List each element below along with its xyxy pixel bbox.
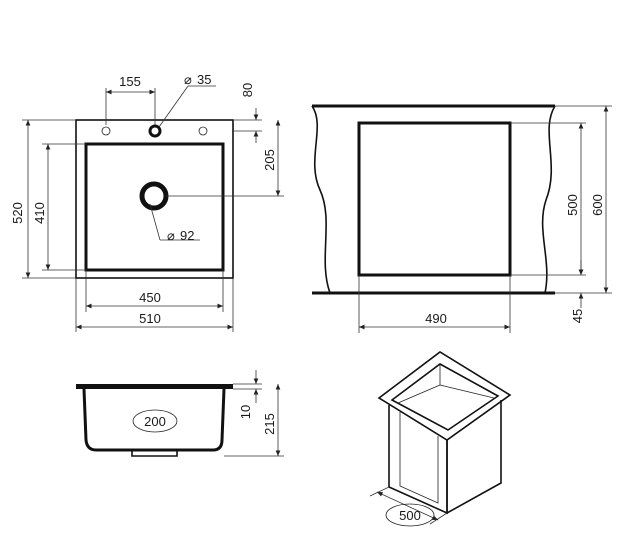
bowl-outline xyxy=(84,142,225,272)
dim-front-offset: 45 xyxy=(570,309,585,323)
dim-overall-width: 510 xyxy=(139,311,161,326)
rim-outline xyxy=(76,384,233,389)
cabinet-shadow-panel xyxy=(399,412,439,504)
dim-drain-offset: 205 xyxy=(262,149,277,171)
bowl-depth-label-oval xyxy=(132,409,178,433)
optional-tap-hole-left-icon xyxy=(101,126,111,136)
cabinet-break-line-right xyxy=(541,105,556,294)
dim-tap-edge-offset: 80 xyxy=(240,83,255,97)
dim-drain-diameter: 92 xyxy=(180,228,194,243)
bowl-section-outline xyxy=(82,388,226,452)
sink-outer-outline xyxy=(75,119,234,279)
cabinet-break-line-left xyxy=(311,105,331,294)
cabinet-3d-view: 500 xyxy=(369,351,512,527)
cabinet-top-inner-outline xyxy=(390,363,500,431)
dim-bowl-depth: 410 xyxy=(32,202,47,224)
cabinet-cutout-wall xyxy=(397,364,495,404)
diameter-symbol-tap: ⌀ xyxy=(184,72,192,87)
dim-total-height: 215 xyxy=(262,413,277,435)
dim-bowl-width: 450 xyxy=(139,290,161,305)
cabinet-top-outline xyxy=(377,351,512,441)
dim-cutout-width: 490 xyxy=(425,311,447,326)
sink-top-view: 155 ⌀ 35 80 205 520 410 ⌀ 92 xyxy=(10,72,284,332)
drain-section-outline xyxy=(131,450,178,457)
tap-hole-icon xyxy=(148,124,162,138)
dim-rim-thickness: 10 xyxy=(238,405,253,419)
cabinet-top-view: 500 600 45 490 xyxy=(311,104,612,333)
optional-tap-hole-right-icon xyxy=(198,126,208,136)
dim-section-bowl-depth: 200 xyxy=(144,414,166,429)
cabinet-width-label-oval xyxy=(385,503,435,527)
diameter-symbol-drain: ⌀ xyxy=(167,228,175,243)
sink-section-view: 200 10 215 xyxy=(76,370,284,457)
dim-tap-diameter: 35 xyxy=(197,72,211,87)
drain-hole-icon xyxy=(139,181,169,211)
dim-tap-offset: 155 xyxy=(119,74,141,89)
dim-overall-depth: 520 xyxy=(10,202,25,224)
cabinet-front-panel xyxy=(446,400,502,515)
cutout-outline xyxy=(357,121,512,277)
dim-cabinet-width: 500 xyxy=(399,508,421,523)
dim-cutout-depth: 500 xyxy=(565,194,580,216)
dim-cabinet-depth: 600 xyxy=(590,194,605,216)
